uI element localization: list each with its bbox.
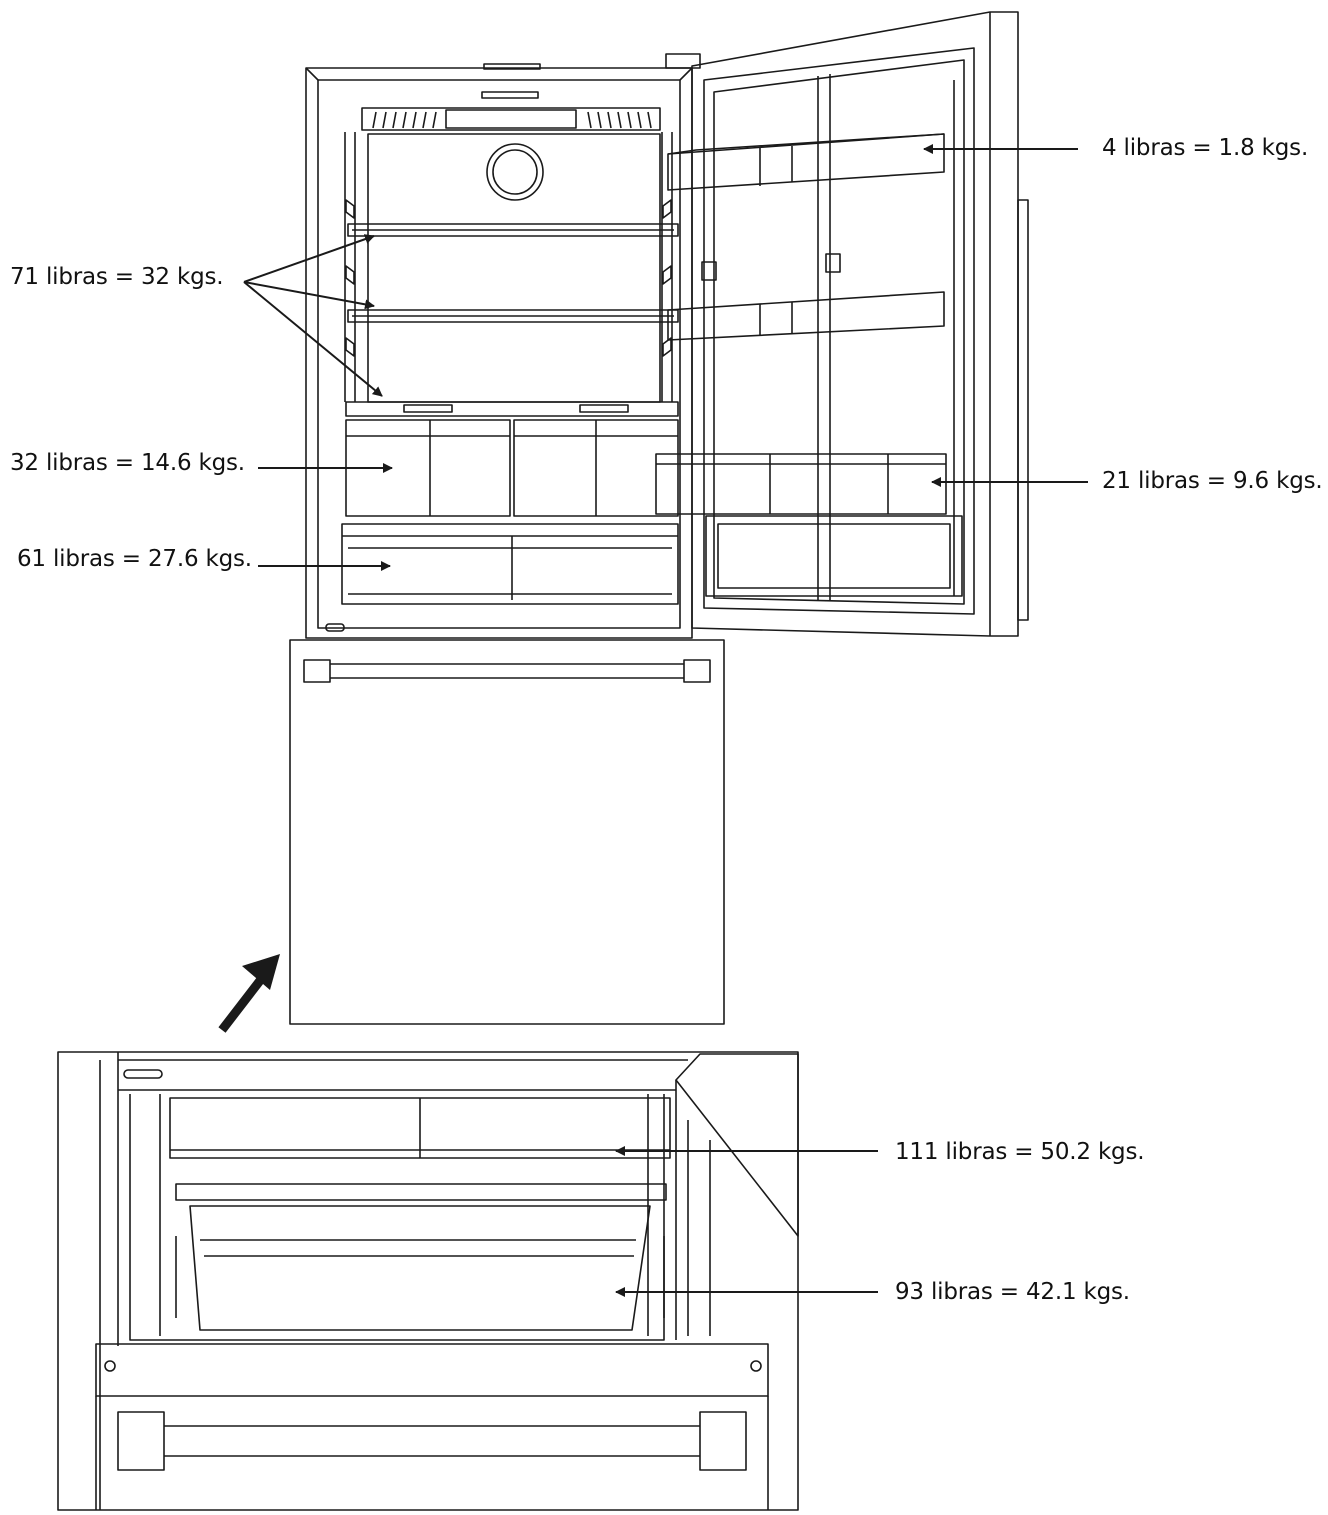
label-deli-drawer: 61 libras = 27.6 kgs. bbox=[17, 546, 252, 572]
leader-shelf-3 bbox=[243, 281, 383, 397]
freezer-lower-basket bbox=[175, 1205, 665, 1331]
label-door-top-shelf: 4 libras = 1.8 kgs. bbox=[1102, 135, 1309, 161]
door-shelf-middle bbox=[667, 291, 945, 341]
fridge-top-vent bbox=[361, 91, 661, 131]
leader-shelf-2 bbox=[243, 281, 375, 310]
fridge-back-wall bbox=[344, 132, 673, 403]
interior-shelves bbox=[345, 223, 679, 417]
label-interior-shelves: 71 libras = 32 kgs. bbox=[10, 264, 224, 290]
fridge-cabinet bbox=[305, 63, 693, 639]
leader-shelf-1 bbox=[243, 234, 375, 283]
freezer-upper-basket bbox=[169, 1097, 671, 1201]
shelf-supports bbox=[345, 199, 672, 357]
freezer-inset-frame bbox=[57, 1051, 799, 1511]
label-freezer-lower-basket: 93 libras = 42.1 kgs. bbox=[895, 1279, 1130, 1305]
crisper-drawers bbox=[345, 419, 679, 517]
freezer-drawer-closed bbox=[289, 639, 725, 1025]
freezer-cabinet-interior bbox=[129, 1053, 799, 1341]
fan-grille bbox=[486, 143, 544, 201]
label-door-bin: 21 libras = 9.6 kgs. bbox=[1102, 468, 1323, 494]
fridge-door bbox=[665, 11, 1029, 637]
door-shelf-top bbox=[667, 133, 945, 191]
label-crisper-drawers: 32 libras = 14.6 kgs. bbox=[10, 450, 245, 476]
door-lower-bin bbox=[705, 515, 963, 597]
label-freezer-upper-basket: 111 libras = 50.2 kgs. bbox=[895, 1139, 1145, 1165]
deli-drawer bbox=[325, 523, 679, 632]
inset-pointer-arrow bbox=[218, 954, 280, 1033]
freezer-drawer-front-open bbox=[95, 1343, 769, 1510]
door-bin bbox=[655, 453, 947, 515]
